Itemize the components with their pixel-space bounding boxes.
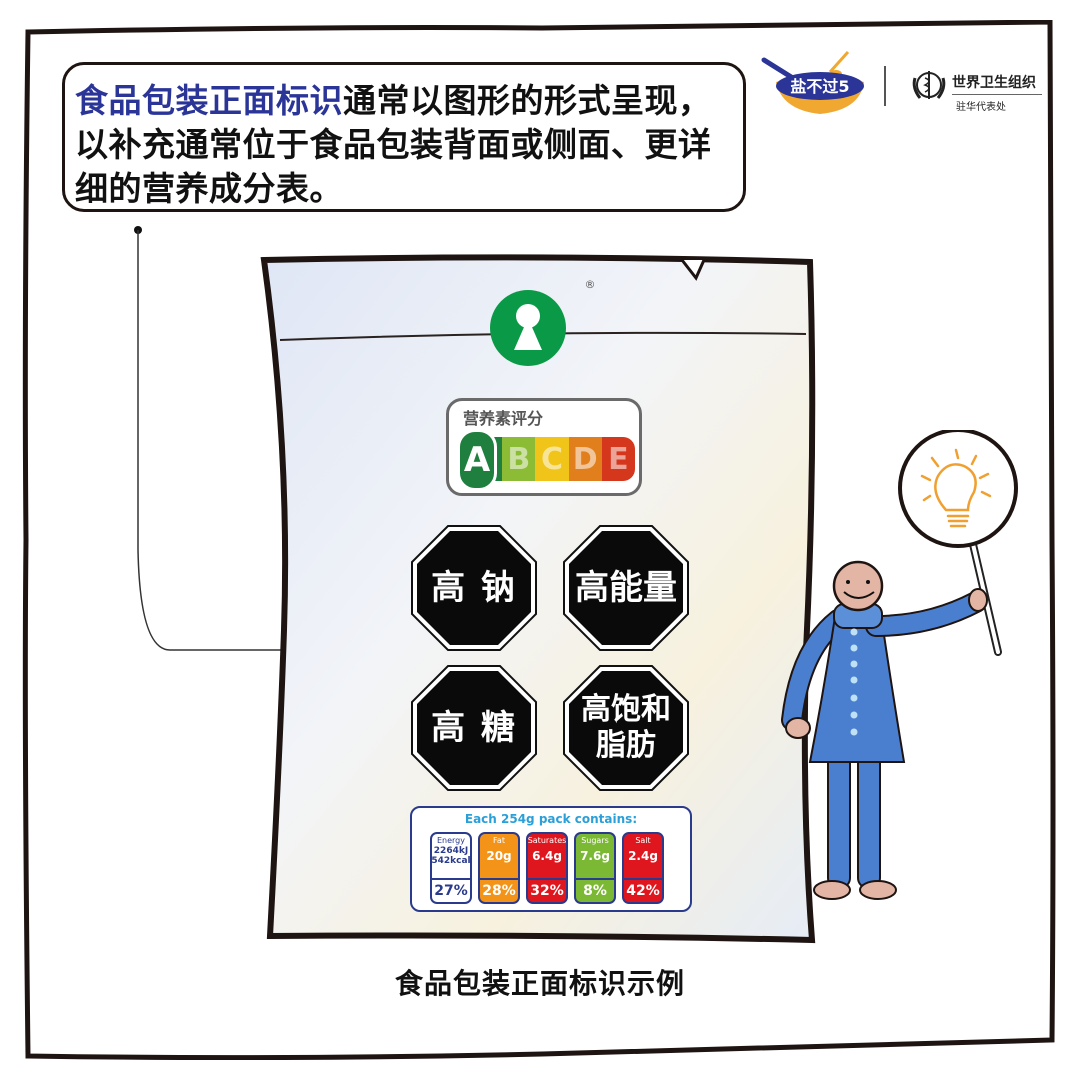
callout-highlight: 食品包装正面标识 — [75, 81, 343, 120]
traffic-light-title: Each 254g pack contains: — [464, 812, 638, 826]
callout-line-3: 细的营养成分表。 — [75, 169, 343, 208]
svg-text:盐不过5: 盐不过5 — [790, 77, 849, 96]
who-subtitle: 驻华代表处 — [956, 102, 1006, 113]
who-emblem-icon — [912, 71, 946, 99]
warning-high-sodium: 高 钠 — [410, 524, 538, 656]
warning-text: 高饱和脂肪 — [581, 692, 671, 763]
nutri-score-label: 营养素评分 B C D E A — [446, 398, 642, 496]
warning-high-energy: 高能量 — [562, 524, 690, 656]
leader-line — [134, 226, 305, 651]
tl-cell-fat: Fat 20g 28% — [478, 832, 520, 904]
octagon-icon — [411, 665, 537, 791]
lightbulb-icon — [920, 448, 992, 528]
who-title: 世界卫生组织 — [952, 75, 1036, 91]
salt-limit-logo: 盐不过5 — [761, 50, 864, 114]
character-with-idea-sign — [781, 430, 1018, 900]
outer-frame — [22, 20, 1056, 1060]
grade-c: C — [535, 437, 569, 481]
svg-text:®: ® — [585, 278, 596, 291]
keyhole-healthy-choice-icon: ® — [490, 278, 596, 366]
intro-callout: 食品包装正面标识通常以图形的形式呈现， 以补充通常位于食品包装背面或侧面、更详 … — [62, 62, 746, 212]
traffic-light-cells: Energy 2264kJ 542kcal 27% Fat 20g 28% Sa… — [430, 832, 664, 904]
tl-cell-salt: Salt 2.4g 42% — [622, 832, 664, 904]
tl-cell-saturates: Saturates 6.4g 32% — [526, 832, 568, 904]
warning-high-sugar: 高 糖 — [410, 664, 538, 796]
warning-text: 高能量 — [575, 568, 677, 608]
octagon-icon — [563, 665, 689, 791]
figure-caption: 食品包装正面标识示例 — [394, 967, 685, 1000]
traffic-light-label: Each 254g pack contains: Energy 2264kJ 5… — [410, 806, 692, 912]
warning-high-saturated-fat: 高饱和脂肪 — [562, 664, 690, 796]
warning-text: 高 糖 — [431, 708, 517, 748]
callout-line-1: 食品包装正面标识通常以图形的形式呈现， — [75, 81, 712, 120]
who-underline — [952, 94, 1042, 95]
who-logo: 世界卫生组织 驻华代表处 — [910, 64, 1050, 114]
grade-a-selected: A — [457, 429, 497, 491]
octagon-icon — [563, 525, 689, 651]
warning-text: 高 钠 — [431, 568, 517, 608]
grade-b: B — [502, 437, 536, 481]
logo-divider — [884, 66, 886, 106]
callout-line-2: 以补充通常位于食品包装背面或侧面、更详 — [75, 125, 712, 164]
tl-cell-energy: Energy 2264kJ 542kcal 27% — [430, 832, 472, 904]
grade-e: E — [601, 437, 636, 481]
tl-cell-sugars: Sugars 7.6g 8% — [574, 832, 616, 904]
grade-d: D — [568, 437, 602, 481]
header-logos: 盐不过5 世界卫生组织 驻华代表处 — [760, 44, 1050, 124]
nutri-score-title: 营养素评分 — [463, 409, 544, 428]
octagon-icon — [411, 525, 537, 651]
